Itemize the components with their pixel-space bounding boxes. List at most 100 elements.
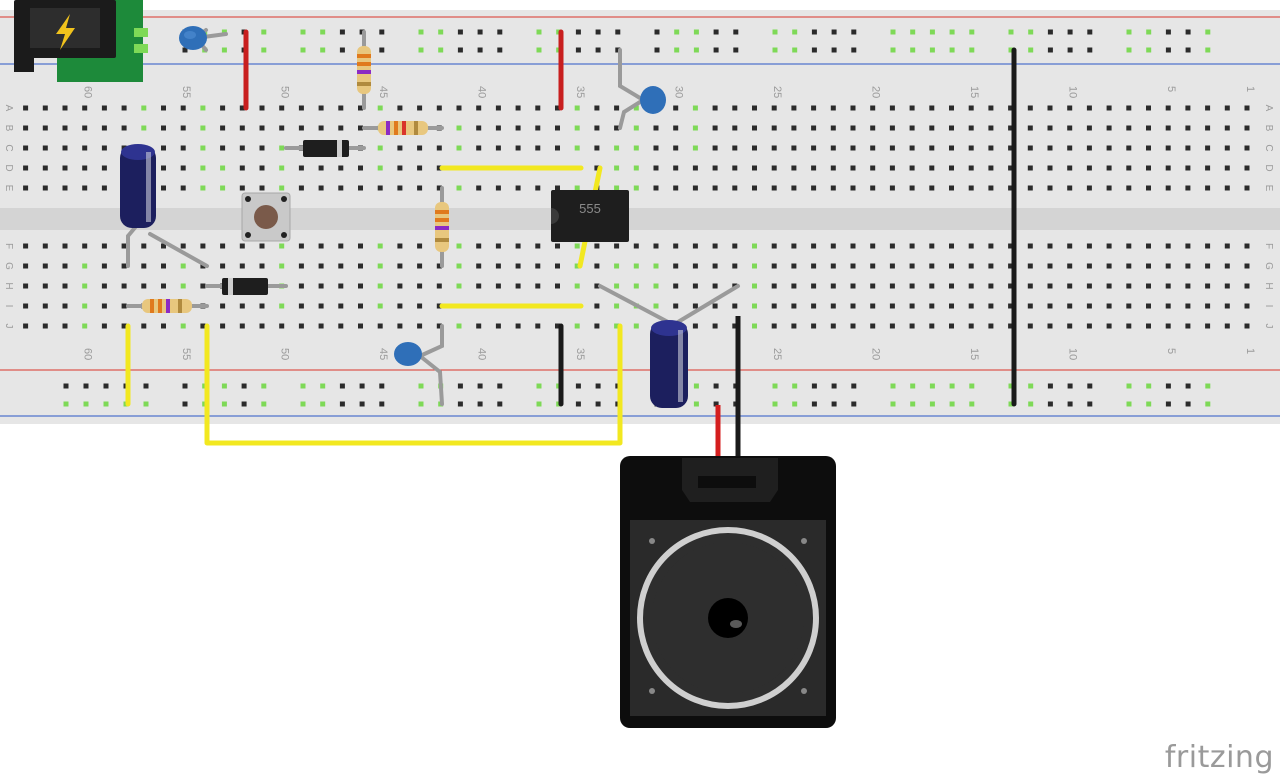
breadboard-hole	[791, 145, 797, 151]
breadboard-hole	[988, 283, 994, 289]
breadboard-hole	[1244, 283, 1250, 289]
breadboard-hole	[456, 105, 462, 111]
ceramic-capacitor[interactable]	[640, 86, 666, 114]
breadboard-hole	[436, 263, 442, 269]
breadboard-hole	[1106, 263, 1112, 269]
breadboard-hole	[811, 125, 817, 131]
breadboard-hole	[515, 145, 521, 151]
breadboard-hole	[791, 125, 797, 131]
breadboard-hole	[1008, 29, 1014, 35]
breadboard-hole	[279, 125, 285, 131]
breadboard-hole	[752, 283, 757, 289]
breadboard-hole	[477, 383, 483, 389]
breadboard-hole	[889, 303, 895, 309]
breadboard-hole	[791, 243, 797, 249]
breadboard-hole	[418, 47, 424, 53]
breadboard-hole	[82, 165, 88, 171]
breadboard-hole	[791, 105, 797, 111]
breadboard-hole	[968, 125, 974, 131]
breadboard-hole	[338, 125, 344, 131]
breadboard-hole	[811, 105, 817, 111]
breadboard-hole	[889, 165, 895, 171]
breadboard-hole	[476, 323, 482, 329]
breadboard-hole	[693, 29, 699, 35]
resistor[interactable]	[378, 121, 428, 135]
breadboard-hole	[830, 105, 836, 111]
breadboard-hole	[1087, 401, 1093, 407]
breadboard-hole	[732, 105, 738, 111]
ceramic-capacitor[interactable]	[394, 342, 422, 366]
breadboard-hole	[397, 105, 403, 111]
breadboard-hole	[338, 165, 344, 171]
breadboard-hole	[1185, 105, 1191, 111]
breadboard-hole	[830, 243, 836, 249]
breadboard-hole	[1126, 47, 1132, 53]
breadboard-hole	[1126, 105, 1132, 111]
diode[interactable]	[222, 278, 268, 295]
breadboard-hole	[1067, 263, 1073, 269]
ceramic-capacitor[interactable]	[179, 26, 207, 50]
breadboard-hole	[1165, 145, 1171, 151]
breadboard-hole	[318, 243, 324, 249]
breadboard-hole	[712, 283, 718, 289]
breadboard-hole	[1224, 125, 1230, 131]
breadboard-hole	[633, 185, 639, 191]
breadboard-hole	[1047, 47, 1053, 53]
breadboard-hole	[141, 125, 147, 131]
column-number-label: 20	[870, 86, 882, 98]
breadboard-hole	[1224, 283, 1230, 289]
ic-555-timer[interactable]: 555	[551, 190, 629, 242]
breadboard-hole	[239, 263, 245, 269]
breadboard-hole	[1224, 263, 1230, 269]
breadboard-hole	[1106, 125, 1112, 131]
breadboard-hole	[535, 323, 541, 329]
breadboard-hole	[182, 401, 188, 407]
breadboard-hole	[594, 125, 600, 131]
breadboard-hole	[673, 283, 679, 289]
breadboard-hole	[83, 401, 89, 407]
pushbutton[interactable]	[241, 192, 291, 242]
breadboard-hole	[614, 185, 620, 191]
breadboard-hole	[497, 383, 503, 389]
breadboard-hole	[574, 185, 580, 191]
breadboard-hole	[476, 145, 482, 151]
resistor[interactable]	[435, 202, 449, 252]
breadboard-hole	[1106, 283, 1112, 289]
breadboard-hole	[239, 165, 245, 171]
breadboard-hole	[1146, 283, 1151, 289]
electrolytic-capacitor[interactable]	[120, 144, 156, 228]
breadboard-hole	[929, 263, 935, 269]
breadboard-hole	[712, 145, 718, 151]
breadboard-hole	[772, 401, 778, 407]
breadboard-hole	[733, 47, 739, 53]
breadboard-hole	[62, 283, 68, 289]
breadboard-hole	[535, 283, 541, 289]
breadboard-hole	[1047, 165, 1053, 171]
row-letter-label: A	[1263, 105, 1274, 112]
breadboard-hole	[1028, 383, 1034, 389]
breadboard-hole	[1205, 383, 1211, 389]
breadboard-hole	[42, 303, 48, 309]
dc-power-jack[interactable]	[14, 0, 148, 82]
breadboard-hole	[1244, 323, 1250, 329]
breadboard-hole	[476, 125, 482, 131]
breadboard-hole	[614, 303, 620, 309]
speaker[interactable]	[620, 456, 836, 728]
breadboard-hole	[320, 29, 326, 35]
breadboard-hole	[850, 283, 856, 289]
breadboard-hole	[495, 323, 501, 329]
breadboard-hole	[968, 145, 974, 151]
breadboard-hole	[614, 283, 620, 289]
breadboard-hole	[397, 303, 403, 309]
resistor[interactable]	[142, 299, 192, 313]
breadboard-hole	[1165, 263, 1171, 269]
column-number-label: 35	[574, 86, 586, 98]
resistor[interactable]	[357, 46, 371, 94]
breadboard-hole	[752, 125, 757, 131]
breadboard-hole	[220, 105, 226, 111]
breadboard-hole	[712, 185, 718, 191]
diode[interactable]	[303, 140, 349, 157]
breadboard-hole	[318, 165, 324, 171]
breadboard-hole	[101, 165, 107, 171]
electrolytic-capacitor[interactable]	[650, 320, 688, 408]
